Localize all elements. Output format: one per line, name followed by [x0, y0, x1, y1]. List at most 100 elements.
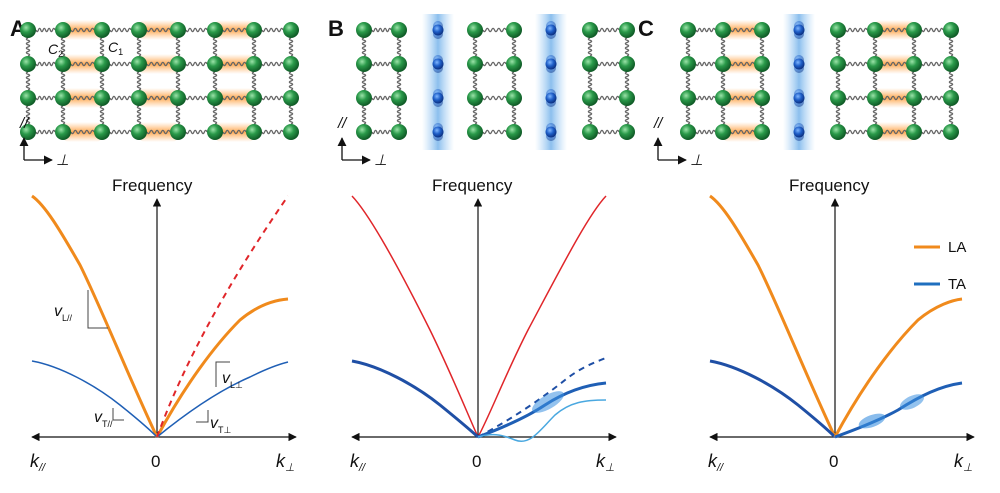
atom-green	[246, 22, 262, 38]
spring-horizontal	[109, 27, 132, 33]
atom-blue	[793, 92, 805, 104]
spring-vertical	[472, 105, 478, 125]
atom-green	[467, 56, 483, 72]
atom-blue	[545, 126, 557, 138]
atom-green	[830, 56, 846, 72]
atom-green	[170, 22, 186, 38]
atom-green	[680, 56, 696, 72]
atom-green	[283, 56, 299, 72]
atom-green	[582, 56, 598, 72]
atom-green	[94, 22, 110, 38]
spring-vertical	[835, 71, 841, 91]
atom-green	[467, 124, 483, 140]
atom-green	[391, 22, 407, 38]
spring-horizontal	[730, 27, 755, 33]
red-dashed-branch-a	[156, 195, 289, 438]
orange-bands-a	[63, 20, 254, 142]
atom-green	[20, 90, 36, 106]
spring-vertical	[251, 71, 257, 91]
dir-perp-label-b: ⊥	[374, 152, 387, 169]
spring-vertical	[361, 105, 367, 125]
optical-branch-b	[477, 399, 607, 443]
atom-green	[582, 22, 598, 38]
la-par-branch-a	[31, 194, 159, 438]
spring-vertical	[25, 105, 31, 125]
spring-horizontal	[261, 61, 284, 67]
atom-green	[506, 22, 522, 38]
spring-vertical	[361, 37, 367, 57]
dir-par-label-a: //	[19, 115, 30, 132]
atom-green	[906, 124, 922, 140]
atom-green	[619, 22, 635, 38]
atom-green	[754, 124, 770, 140]
atom-blue	[793, 58, 805, 70]
spring-horizontal	[109, 61, 132, 67]
atom-green	[906, 56, 922, 72]
atom-green	[680, 22, 696, 38]
v-l-perp-label: vL⊥	[222, 370, 243, 390]
spring-vertical	[175, 105, 181, 125]
dispersion-plot-a: Frequency vL// vL⊥ vT// vT⊥ k// 0 k⊥	[30, 176, 297, 474]
spring-horizontal	[371, 27, 392, 33]
spring-vertical	[175, 71, 181, 91]
atom-green	[131, 124, 147, 140]
spring-vertical	[587, 37, 593, 57]
atom-green	[55, 56, 71, 72]
ta-dashed-branch-b	[477, 357, 607, 438]
atom-green	[246, 56, 262, 72]
spring-horizontal	[482, 27, 507, 33]
atom-green	[170, 90, 186, 106]
spring-vertical	[911, 71, 917, 91]
atom-green	[867, 56, 883, 72]
atom-green	[391, 90, 407, 106]
atom-green	[943, 90, 959, 106]
atom-green	[207, 56, 223, 72]
atom-green	[715, 56, 731, 72]
atom-green	[830, 22, 846, 38]
atom-green	[619, 90, 635, 106]
k-par-label-c: k//	[708, 451, 724, 474]
spring-vertical	[25, 37, 31, 57]
spring-vertical	[587, 71, 593, 91]
atom-green	[94, 90, 110, 106]
atom-green	[506, 56, 522, 72]
spring-horizontal	[70, 129, 95, 135]
spring-vertical	[361, 71, 367, 91]
k-par-label-a: k//	[30, 451, 46, 474]
atom-green	[867, 90, 883, 106]
atom-green	[830, 90, 846, 106]
spring-vertical	[99, 37, 105, 57]
spring-horizontal	[597, 61, 620, 67]
v-l-par-label: vL//	[54, 303, 73, 323]
spring-vertical	[511, 105, 517, 125]
atom-green	[207, 90, 223, 106]
atom-green	[906, 22, 922, 38]
spring-horizontal	[185, 61, 208, 67]
atom-green	[356, 124, 372, 140]
spring-horizontal	[35, 27, 56, 33]
atom-green	[246, 90, 262, 106]
atom-green	[754, 22, 770, 38]
spring-vertical	[99, 71, 105, 91]
spring-horizontal	[921, 95, 944, 101]
spring-horizontal	[261, 95, 284, 101]
anticrossing-blob-b	[532, 391, 564, 413]
atom-green	[20, 124, 36, 140]
spring-horizontal	[695, 27, 716, 33]
atom-blue	[793, 24, 805, 36]
zero-label-b: 0	[472, 452, 481, 471]
atom-green	[246, 124, 262, 140]
spring-vertical	[872, 71, 878, 91]
anticrossing-blob-c1	[858, 413, 886, 429]
ta-perp-branch-c	[834, 381, 963, 439]
dispersion-plot-c: Frequency LA TA k// 0 k⊥	[708, 176, 975, 474]
spring-vertical	[685, 105, 691, 125]
la-par-branch-c	[709, 194, 837, 438]
la-perp-branch-a	[155, 297, 289, 438]
slope-triangle-l-perp	[215, 361, 230, 387]
spring-vertical	[911, 37, 917, 57]
spring-horizontal	[109, 129, 132, 135]
ta-par-branch-b	[351, 359, 480, 439]
atom-green	[715, 124, 731, 140]
la-perp-branch-c	[833, 297, 963, 438]
